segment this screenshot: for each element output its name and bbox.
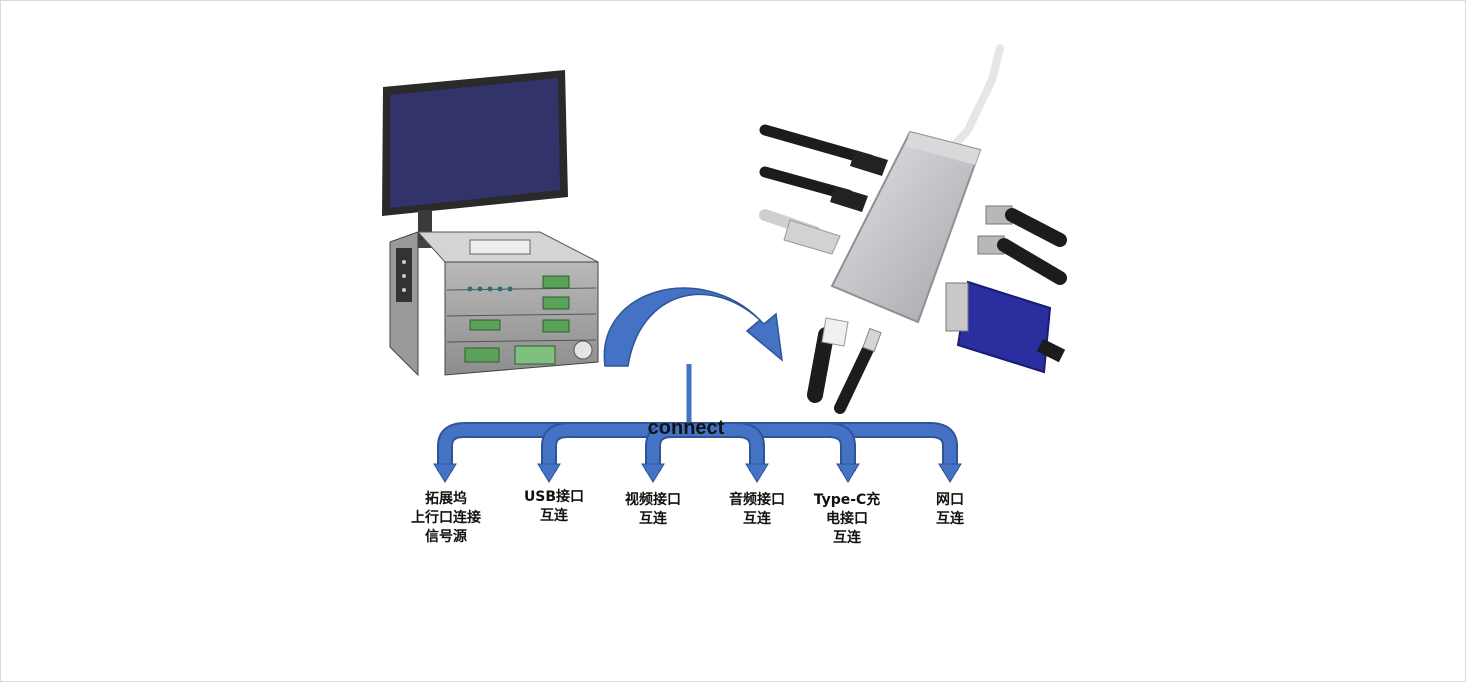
monitor-screen [390, 78, 560, 208]
arrowhead-branch-4 [745, 463, 769, 483]
computer-with-monitor-illustration [382, 70, 599, 377]
curved-arrow [603, 287, 783, 367]
branch-label-audio: 音频接口 互连 [729, 492, 785, 527]
arrowhead-branch-1 [433, 463, 457, 483]
branch-connector [433, 364, 962, 483]
arrowhead-branch-2 [537, 463, 561, 483]
branch-label-video: 视频接口 互连 [625, 492, 681, 527]
hub-body [830, 130, 982, 324]
branch-label-ethernet: 网口 互连 [936, 492, 964, 527]
arrowhead-branch-6 [938, 463, 962, 483]
branch-label-typec: Type-C充 电接口 互连 [813, 492, 881, 546]
arrowhead-branch-5 [836, 463, 860, 483]
arrowhead-branch-3 [641, 463, 665, 483]
connect-label: connect [647, 417, 725, 439]
branch-label-usb: USB接口 互连 [523, 489, 585, 524]
docking-hub-illustration [759, 44, 1067, 414]
branch-label-dock-uplink: 拓展坞 上行口连接 信号源 [411, 491, 481, 545]
